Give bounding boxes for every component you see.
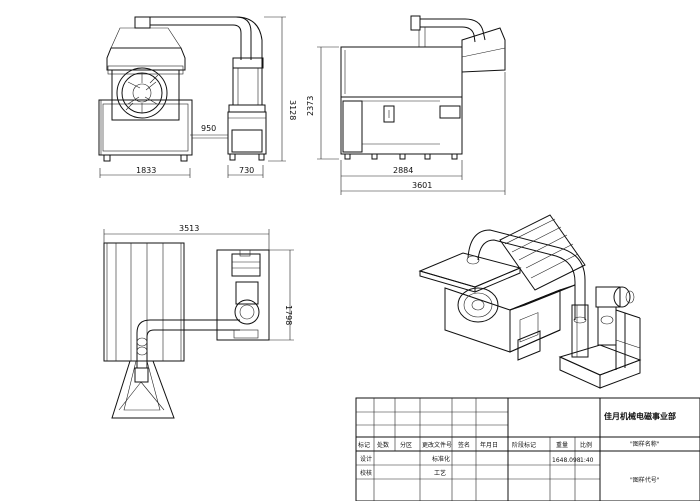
dim-top-depth: 1798 — [284, 305, 293, 325]
tb-row-process: 工艺 — [434, 469, 446, 477]
iso-filter-column — [571, 304, 589, 358]
dim-front-height: 3128 — [288, 100, 297, 120]
top-view-dimensions: 3513 1798 — [103, 224, 294, 341]
tb-drawing-name: "图样名称" — [630, 440, 660, 448]
side-upper-body — [340, 46, 463, 98]
tb-header-zone: 分区 — [400, 441, 412, 449]
tb-scale-value: 1:40 — [580, 457, 594, 464]
dim-side-total-width: 3601 — [412, 181, 432, 190]
tb-header-mark: 标记 — [358, 441, 370, 449]
side-view-dimensions: 2373 2884 3601 — [306, 46, 506, 195]
front-view-dimensions: 1833 950 730 3128 — [99, 16, 297, 178]
front-drum-outer — [116, 67, 168, 119]
tb-row-design: 设计 — [360, 455, 372, 463]
top-view — [103, 242, 270, 419]
front-filter-box — [227, 111, 267, 155]
iso-drum — [457, 287, 499, 323]
side-control-box — [383, 105, 395, 123]
front-leg-left — [103, 154, 111, 162]
side-hood — [461, 27, 506, 73]
iso-ribbed-cover — [499, 214, 586, 291]
front-base-body — [98, 99, 193, 156]
iso-hood-top — [418, 252, 522, 288]
dim-top-width: 3513 — [179, 224, 199, 233]
tb-header-sign: 签名 — [458, 441, 470, 449]
tb-header-stage: 阶段标记 — [512, 441, 536, 449]
dim-side-inner-width: 2884 — [393, 166, 413, 175]
iso-duct — [467, 229, 586, 320]
tb-drawing-code: "图样代号" — [630, 476, 660, 484]
side-view — [340, 15, 506, 160]
tb-header-mass: 重量 — [556, 441, 568, 449]
tb-header-change-doc: 更改文件号 — [422, 441, 452, 449]
tb-mass-value: 1648.098 — [552, 457, 581, 464]
dim-side-height: 2373 — [306, 96, 315, 116]
isometric-view — [418, 214, 642, 389]
front-hood — [106, 47, 186, 71]
front-drum-housing — [111, 69, 180, 121]
top-filter-frame — [216, 249, 270, 341]
tb-header-count: 处数 — [377, 441, 389, 449]
tb-company: 佳月机械电磁事业部 — [604, 411, 676, 421]
front-view — [98, 16, 267, 162]
front-duct-upper — [150, 16, 252, 60]
top-filter-drum — [234, 299, 260, 325]
front-base-inner — [102, 103, 189, 152]
front-hood-top — [110, 27, 182, 49]
front-hood-collar — [134, 16, 151, 29]
title-block: 标记 处数 分区 更改文件号 签名 年月日 阶段标记 重量 比例 设计 标准化 … — [355, 397, 700, 501]
tb-header-scale: 比例 — [580, 441, 592, 449]
dim-front-width: 1833 — [136, 166, 156, 175]
tb-row-standardize: 标准化 — [432, 455, 450, 463]
front-filter-top — [228, 104, 266, 113]
front-leg-right — [180, 154, 188, 162]
side-duct — [420, 18, 486, 41]
tb-header-date: 年月日 — [480, 441, 498, 449]
top-duct — [136, 319, 240, 368]
dim-filter-width: 730 — [239, 166, 254, 175]
tb-row-check: 校核 — [360, 469, 372, 477]
top-hood — [111, 360, 175, 419]
dim-duct-offset: 950 — [201, 124, 216, 133]
